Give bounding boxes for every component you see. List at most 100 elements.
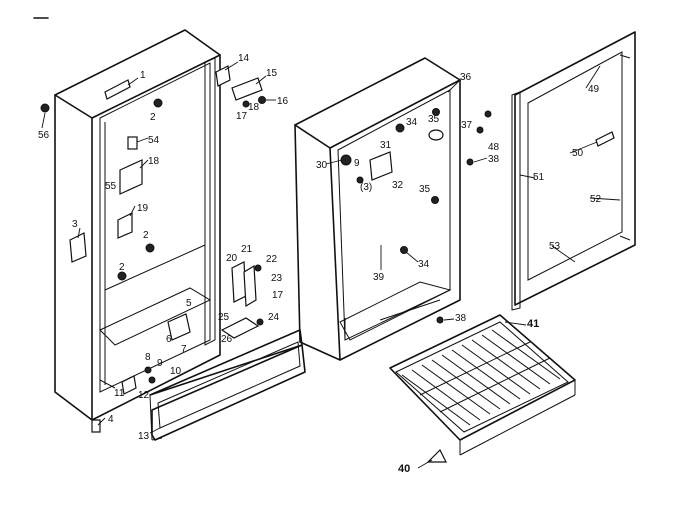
part-50-latch xyxy=(595,131,615,147)
callout: 20 xyxy=(226,253,238,264)
callout: 35 xyxy=(428,114,440,125)
part-30-grommet xyxy=(340,154,352,166)
part-32-bracket xyxy=(369,151,393,181)
callout: 22 xyxy=(266,254,278,265)
callout: 25 xyxy=(218,312,230,323)
callout: 9 xyxy=(354,158,360,169)
callout: 37 xyxy=(461,120,473,131)
part-11-clip xyxy=(121,375,137,395)
callout: 9 xyxy=(157,358,163,369)
callout: 18 xyxy=(248,102,260,113)
part-56-screw xyxy=(40,103,50,113)
part-1-slot xyxy=(104,79,131,100)
leader-lines xyxy=(77,61,621,469)
part-38-screw-a xyxy=(466,158,474,166)
part-3-bracket xyxy=(69,232,87,263)
callout: 21 xyxy=(241,244,253,255)
part-37-screw xyxy=(484,110,492,118)
callout: 18 xyxy=(148,156,160,167)
callout: 55 xyxy=(105,181,117,192)
part-5-bracket xyxy=(167,313,191,341)
callout: 53 xyxy=(549,241,561,252)
callout: 40 xyxy=(398,463,410,475)
callout: 24 xyxy=(268,312,280,323)
callout: 5 xyxy=(186,298,192,309)
callout: 10 xyxy=(170,366,182,377)
part-24-screw xyxy=(256,318,264,326)
part-22-screw xyxy=(254,264,262,272)
callout: 11 xyxy=(114,388,125,399)
callout: 31 xyxy=(380,140,392,151)
part-20-bracket xyxy=(231,261,247,303)
callout: 8 xyxy=(145,352,151,363)
part-21-bracket xyxy=(243,264,257,308)
part-17-screw xyxy=(242,100,250,108)
callout: 34 xyxy=(406,117,418,128)
part-48-screw xyxy=(476,126,484,134)
callout: 17 xyxy=(272,290,284,301)
callout: 6 xyxy=(166,334,172,345)
callout: 56 xyxy=(38,130,50,141)
part-55-block xyxy=(119,159,143,195)
callout: 34 xyxy=(418,259,430,270)
callout: 2 xyxy=(150,112,156,123)
part-2-screw-a xyxy=(153,98,163,108)
part-54-bracket xyxy=(127,136,138,150)
callout: 52 xyxy=(590,194,602,205)
callout: 36 xyxy=(460,72,472,83)
part-16-screw xyxy=(258,96,266,104)
door-liner xyxy=(294,57,461,361)
callout: 15 xyxy=(266,68,278,79)
part-4-leveler xyxy=(91,419,101,433)
callout: 17 xyxy=(236,111,248,122)
callout: 54 xyxy=(148,135,160,146)
callout: 35 xyxy=(419,184,431,195)
callout-labels: 1 2 2 2 3 4 5 6 7 8 9 10 11 12 13 14 15 … xyxy=(38,53,602,475)
callout: 4 xyxy=(108,414,114,425)
cabinet-shell xyxy=(54,29,221,421)
callout: 26 xyxy=(221,334,233,345)
callout: 19 xyxy=(137,203,149,214)
callout: 23 xyxy=(271,273,283,284)
part-38-screw-b xyxy=(436,316,444,324)
callout: (3) xyxy=(360,182,372,193)
callout: 1 xyxy=(140,70,146,81)
part-31-cam xyxy=(428,129,444,141)
part-10-screw xyxy=(148,376,156,384)
callout: 38 xyxy=(455,313,467,324)
part-34-screw-a xyxy=(395,123,405,133)
callout: 3 xyxy=(72,219,78,230)
part-41-wire-basket xyxy=(389,314,576,456)
part-34-screw-b xyxy=(400,246,408,254)
callout: 7 xyxy=(181,344,187,355)
callout: 30 xyxy=(316,160,328,171)
callout: 2 xyxy=(119,262,125,273)
callout: 50 xyxy=(572,148,584,159)
callout: 13 xyxy=(138,431,150,442)
callout: 38 xyxy=(488,154,500,165)
part-40-clip xyxy=(426,448,447,463)
callout: 39 xyxy=(373,272,385,283)
part-8-screw xyxy=(144,366,152,374)
callout: 51 xyxy=(533,172,545,183)
part-35-screw-a xyxy=(432,108,440,116)
part-13-kickplate xyxy=(149,329,306,441)
callout: 32 xyxy=(392,180,404,191)
part-2-screw-c xyxy=(117,271,127,281)
callout: 14 xyxy=(238,53,250,64)
callout: 2 xyxy=(143,230,149,241)
callout: 12 xyxy=(138,390,150,401)
part-19-latch xyxy=(117,212,133,239)
part-26-plate xyxy=(220,317,260,339)
part-33-screw xyxy=(356,176,364,184)
part-2-screw-b xyxy=(145,243,155,253)
callout: 16 xyxy=(277,96,289,107)
part-14-hinge xyxy=(215,65,231,87)
part-15-hinge-plate xyxy=(231,77,263,101)
callout: 49 xyxy=(588,84,600,95)
callout: 48 xyxy=(488,142,500,153)
callout: 41 xyxy=(527,318,539,330)
part-35-screw-b xyxy=(431,196,439,204)
door-gasket-frame xyxy=(511,31,636,311)
